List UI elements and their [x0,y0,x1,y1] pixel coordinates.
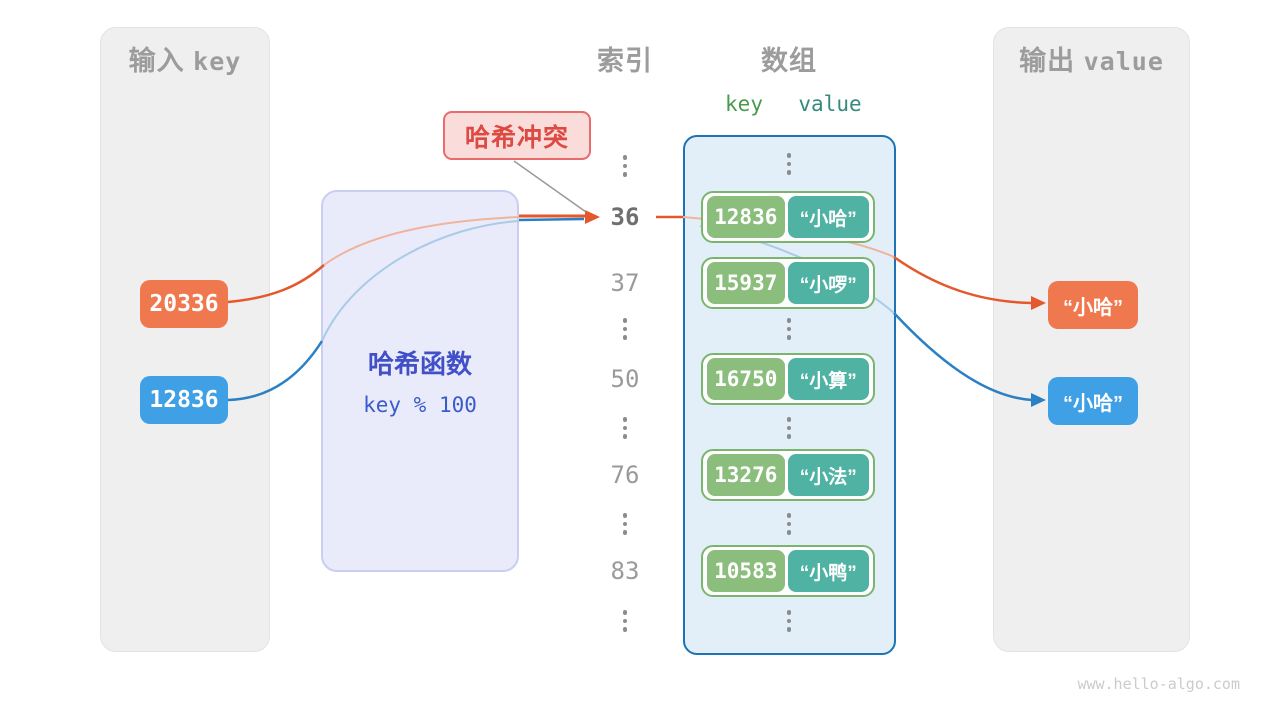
array-row: 12836 “小哈” [701,191,875,243]
row-value: “小啰” [787,262,869,304]
input-key-box-1: 20336 [140,280,228,328]
index-37: 37 [610,269,640,297]
array-row: 15937 “小啰” [701,257,875,309]
input-key-2: 12836 [149,387,219,413]
ellipsis-icon [595,610,655,632]
input-title-en: key [193,47,242,76]
array-row: 16750 “小算” [701,353,875,405]
ellipsis-icon [759,513,819,535]
row-value: “小哈” [787,196,869,238]
input-key-1: 20336 [149,291,219,317]
output-panel [993,27,1190,652]
row-key: 15937 [707,262,785,304]
watermark: www.hello-algo.com [1077,675,1240,693]
ellipsis-icon [595,155,655,177]
row-key: 10583 [707,550,785,592]
array-row: 10583 “小鸭” [701,545,875,597]
input-title-cn: 输入 [128,46,185,76]
array-row: 13276 “小法” [701,449,875,501]
output-title-cn: 输出 [1019,46,1076,76]
hash-function-title: 哈希函数 [367,349,472,379]
array-value-header: value [798,92,862,116]
input-key-box-2: 12836 [140,376,228,424]
ellipsis-icon [759,417,819,439]
ellipsis-icon [759,610,819,632]
hash-function-box [321,190,519,572]
input-panel [100,27,270,652]
row-key: 16750 [707,358,785,400]
row-value: “小鸭” [787,550,869,592]
ellipsis-icon [759,318,819,340]
index-column-title: 索引 [597,46,653,76]
output-value-2: “小哈” [1048,377,1138,425]
index-50: 50 [610,365,640,393]
output-title-en: value [1083,47,1164,76]
index-83: 83 [610,557,640,585]
output-panel-title: 输出 value [993,44,1190,78]
ellipsis-icon [595,318,655,340]
index-36: 36 [610,203,640,231]
ellipsis-icon [595,417,655,439]
input-panel-title: 输入 key [100,44,270,78]
array-title: 数组 [761,46,817,76]
array-key-header: key [725,92,763,116]
row-key: 13276 [707,454,785,496]
ellipsis-icon [595,513,655,535]
row-key: 12836 [707,196,785,238]
output-value-1: “小哈” [1048,281,1138,329]
hash-collision-label: 哈希冲突 [443,111,591,160]
index-76: 76 [610,461,640,489]
hash-function-formula: key % 100 [363,393,477,417]
row-value: “小算” [787,358,869,400]
ellipsis-icon [759,153,819,175]
row-value: “小法” [787,454,869,496]
